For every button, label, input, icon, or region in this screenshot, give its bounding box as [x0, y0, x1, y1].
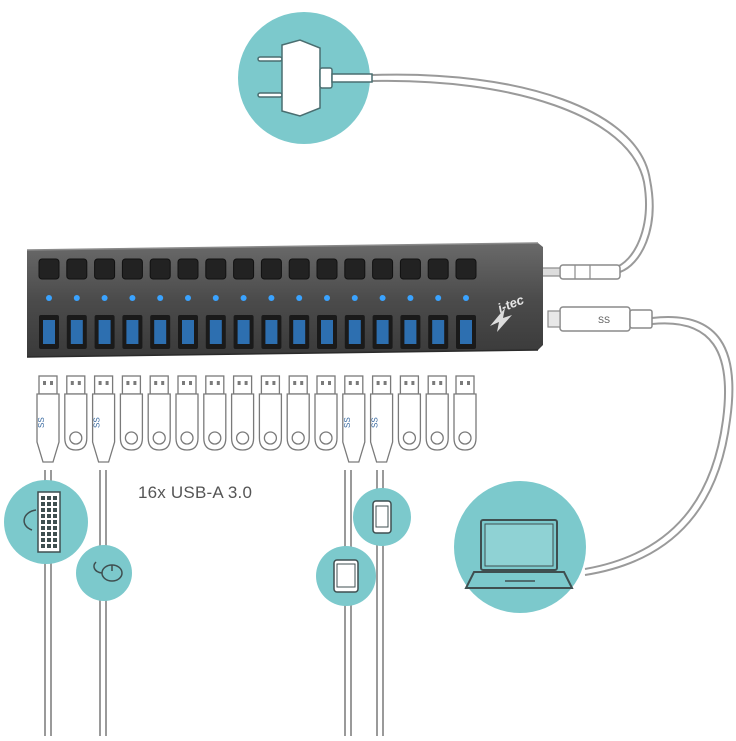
- port-led: [73, 295, 80, 301]
- usb-a-ports: [39, 315, 476, 349]
- usb-flash-drive: [230, 375, 255, 451]
- svg-text:SS: SS: [598, 315, 610, 325]
- usb-b-connector: [547, 306, 653, 332]
- usb-a-port: [94, 315, 115, 349]
- usb-a-port: [400, 315, 421, 349]
- usb-a-port: [289, 315, 310, 349]
- port-switch-button: [205, 258, 227, 280]
- port-led: [351, 295, 358, 301]
- keyboard-circle: [4, 480, 88, 564]
- port-led: [379, 295, 386, 301]
- usb-flash-drive: [203, 375, 227, 451]
- usb-a-port: [39, 315, 59, 349]
- usb-flash-drive: [119, 375, 144, 451]
- port-leds: [46, 295, 469, 301]
- usb-flash-drive: [425, 375, 449, 451]
- port-led: [157, 295, 164, 301]
- power-cable: [371, 73, 654, 273]
- usb-flash-drive: [175, 375, 199, 451]
- smartphone-icon: [372, 500, 392, 534]
- port-led: [435, 295, 442, 301]
- port-led: [268, 295, 275, 301]
- power-plug-circle: [238, 12, 373, 144]
- usb-a-port: [66, 315, 87, 349]
- port-switch-button: [427, 258, 449, 280]
- usb-flash-drive: [258, 375, 283, 451]
- port-switch-button: [66, 258, 88, 280]
- port-led: [407, 295, 414, 301]
- smartphone-circle: [353, 488, 411, 546]
- usb-a-cable-connector: SS: [342, 375, 366, 463]
- port-switch-button: [316, 258, 338, 280]
- port-switch-button: [288, 258, 310, 280]
- usb-flash-drive: [286, 375, 310, 451]
- usb-flash-drive: [453, 375, 477, 451]
- usb-a-cable-connector: SS: [91, 375, 116, 463]
- port-led: [46, 295, 52, 301]
- usb-a-port: [344, 315, 365, 349]
- port-led: [212, 295, 219, 301]
- port-switch-button: [94, 258, 116, 280]
- port-switch-button: [233, 258, 255, 280]
- port-switch-button: [344, 258, 366, 280]
- port-switch-button: [149, 258, 171, 280]
- power-plug-icon: [257, 39, 373, 117]
- usb-a-port: [150, 315, 171, 349]
- port-switch-button: [399, 258, 421, 280]
- port-led: [296, 295, 303, 301]
- port-led: [240, 295, 247, 301]
- tablet-circle: [316, 546, 376, 606]
- laptop-cable: [584, 316, 734, 576]
- port-count-caption: 16x USB-A 3.0: [138, 483, 253, 502]
- usb-a-cable-connector: SS: [369, 375, 394, 463]
- svg-text:SS: SS: [93, 417, 102, 428]
- usb-flash-drive: [147, 375, 171, 451]
- power-jack: [539, 264, 621, 280]
- port-switch-button: [260, 258, 282, 280]
- usb-flash-drive: [397, 375, 422, 451]
- usb-ss-logo: SS: [598, 315, 610, 325]
- usb-a-port: [261, 315, 282, 349]
- port-switch-button: [177, 258, 199, 280]
- tablet-icon: [333, 559, 359, 593]
- port-led: [185, 295, 191, 301]
- port-switch-button: [372, 258, 394, 280]
- port-led: [463, 295, 469, 301]
- port-led: [129, 295, 136, 301]
- usb-a-port: [233, 315, 254, 349]
- usb-a-port: [178, 315, 198, 349]
- usb-a-port: [122, 315, 143, 349]
- usb-a-port: [205, 315, 226, 349]
- svg-text:SS: SS: [343, 417, 352, 428]
- laptop-circle: [454, 481, 586, 613]
- keyboard-icon: [23, 491, 61, 553]
- port-switches: [38, 258, 477, 280]
- svg-text:SS: SS: [371, 417, 380, 428]
- port-switch-button: [455, 258, 477, 280]
- usb-flash-drive: [314, 375, 338, 451]
- port-switch-button: [121, 258, 143, 280]
- usb-a-port: [456, 315, 476, 349]
- usb-a-cable-connector: SS: [36, 375, 60, 463]
- port-switch-button: [38, 258, 60, 280]
- laptop-icon: [464, 519, 574, 589]
- mouse-icon: [93, 561, 123, 582]
- svg-text:SS: SS: [37, 417, 46, 428]
- usb-a-port: [428, 315, 449, 349]
- usb-a-port: [372, 315, 393, 349]
- usb-flash-drive: [64, 375, 88, 451]
- device-cables: [44, 470, 384, 736]
- port-led: [101, 295, 108, 301]
- usb-hub: i-tec: [26, 242, 543, 358]
- mouse-circle: [76, 545, 132, 601]
- port-led: [324, 295, 330, 301]
- usb-a-port: [317, 315, 337, 349]
- usb-flash-drives: SS SS SS SS: [36, 375, 477, 463]
